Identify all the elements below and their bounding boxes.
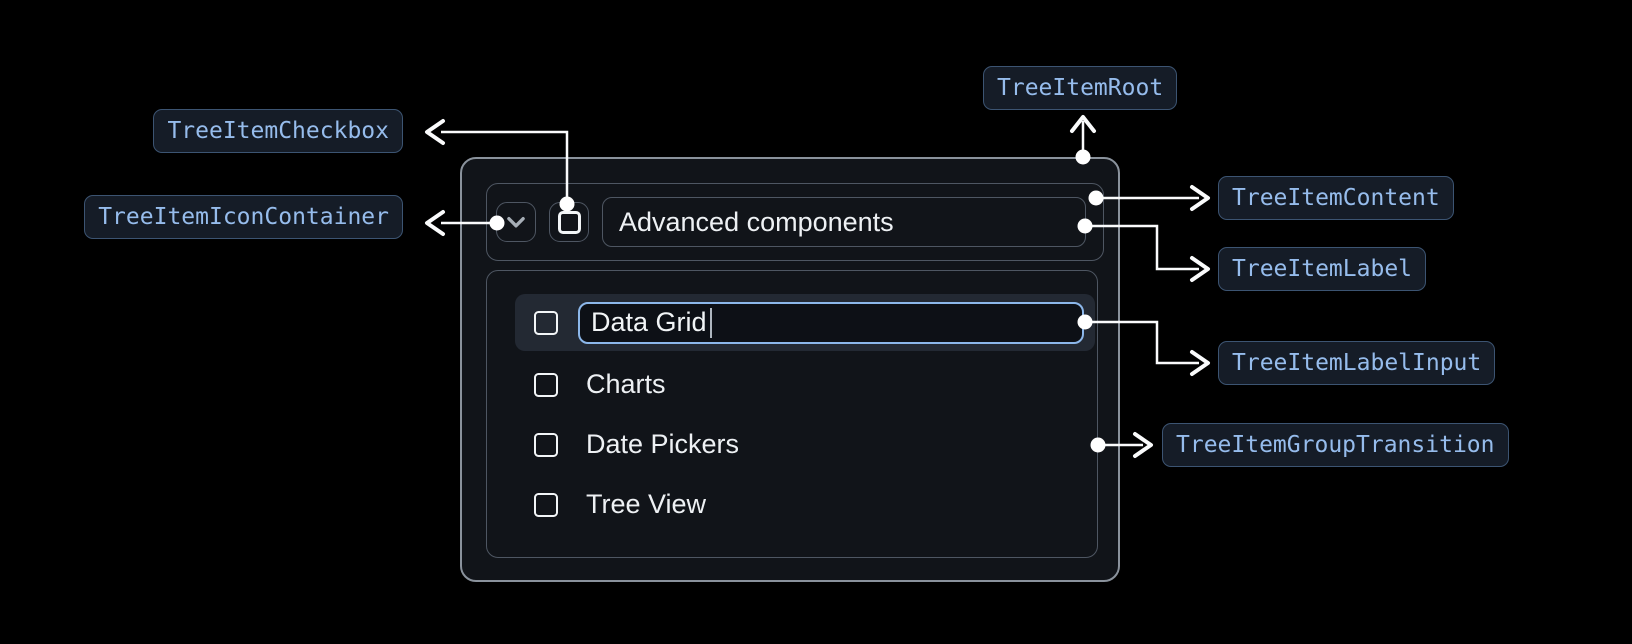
- tree-item-group: Data Grid Charts Date Pickers Tree View: [486, 270, 1098, 558]
- tree-row-charts[interactable]: Charts: [515, 356, 1095, 413]
- tree-item-label-text: Advanced components: [619, 206, 894, 237]
- checkbox-unchecked-icon[interactable]: [534, 372, 558, 397]
- label-input-value: Data Grid: [591, 307, 707, 337]
- tree-item-label-input[interactable]: Data Grid: [578, 301, 1084, 344]
- annotation-tree-item-content: TreeItemContent: [1218, 176, 1454, 220]
- tree-item-checkbox[interactable]: [549, 202, 589, 242]
- checkbox-unchecked-icon[interactable]: [534, 432, 558, 457]
- checkbox-unchecked-icon[interactable]: [534, 492, 558, 517]
- tree-item-icon-container[interactable]: [496, 202, 536, 242]
- annotation-tree-item-root: TreeItemRoot: [983, 66, 1178, 110]
- tree-row-data-grid[interactable]: Data Grid: [515, 294, 1095, 351]
- tree-row-tree-view[interactable]: Tree View: [515, 476, 1095, 533]
- checkbox-unchecked-icon: [557, 210, 581, 234]
- text-caret: [709, 307, 713, 338]
- tree-row-date-pickers[interactable]: Date Pickers: [515, 416, 1095, 473]
- tree-item-label-text: Charts: [586, 369, 666, 399]
- arrowhead-right-content: [1190, 185, 1210, 211]
- arrowhead-right-label: [1190, 256, 1210, 282]
- tree-item-label-text: Date Pickers: [586, 429, 740, 459]
- tree-item-content[interactable]: Advanced components: [486, 183, 1104, 261]
- tree-item-root-panel: Advanced components Data Grid Charts Dat…: [460, 157, 1120, 582]
- annotation-tree-item-group-transition: TreeItemGroupTransition: [1162, 423, 1509, 467]
- annotation-tree-item-label-input: TreeItemLabelInput: [1218, 341, 1496, 385]
- checkbox-unchecked-icon[interactable]: [534, 310, 558, 335]
- annotation-tree-item-icon-container: TreeItemIconContainer: [84, 195, 403, 239]
- arrowhead-right-group-transition: [1133, 432, 1153, 458]
- tree-item-label[interactable]: Advanced components: [602, 197, 1086, 247]
- chevron-down-icon: [507, 217, 525, 228]
- annotation-tree-item-label: TreeItemLabel: [1218, 247, 1427, 291]
- arrowhead-up-root: [1070, 115, 1096, 133]
- annotation-tree-item-checkbox: TreeItemCheckbox: [153, 109, 403, 153]
- arrowhead-left-checkbox: [425, 119, 445, 145]
- arrowhead-left-icon-container: [425, 210, 445, 236]
- tree-item-label-text: Tree View: [586, 489, 707, 519]
- arrowhead-right-label-input: [1190, 350, 1210, 376]
